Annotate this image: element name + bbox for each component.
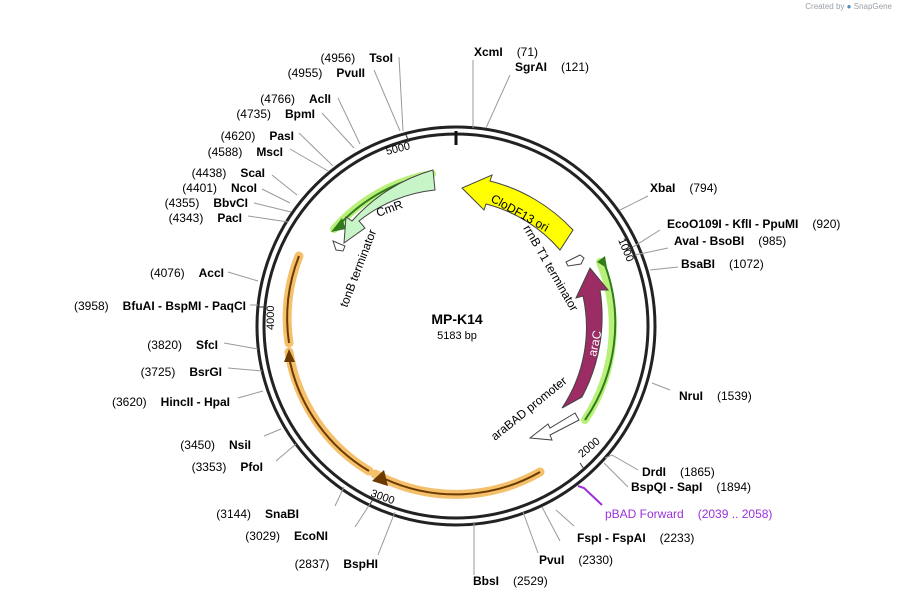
feature-arabad-promoter[interactable]: [528, 412, 580, 441]
orange-arc2-line: [289, 361, 370, 472]
site-bbsi: BbsI(2529): [473, 574, 548, 588]
site-bsabi: BsaBI(1072): [681, 257, 764, 271]
orange-arc-arrowhead: [372, 470, 388, 486]
feature-rrnb-t1-terminator[interactable]: [565, 254, 585, 267]
site-xcmi: XcmI(71): [474, 45, 538, 59]
site-econi: (3029)EcoNI: [245, 529, 328, 543]
site-pfoi: (3353)PfoI: [192, 460, 263, 474]
orange-arc-line: [384, 471, 541, 496]
feature-clodf13-ori[interactable]: [461, 174, 574, 251]
site-pasi: (4620)PasI: [221, 129, 294, 143]
primer-pbad-forward-label: pBAD Forward(2039 .. 2058): [605, 507, 772, 521]
site-drdi: DrdI(1865): [642, 465, 715, 479]
site-acli: (4766)AclI: [260, 92, 331, 106]
site-nrui: NruI(1539): [679, 389, 752, 403]
site-labels-left: (2837)BspHI (3029)EcoNI (3144)SnaBI (335…: [74, 51, 393, 571]
leader-lines: [223, 56, 679, 575]
site-bsrgi: (3725)BsrGI: [141, 365, 222, 379]
green-arc-top-arrowhead: [331, 218, 346, 232]
plasmid-length: 5183 bp: [437, 330, 477, 342]
site-nsii: (3450)NsiI: [180, 438, 251, 452]
site-paci: (4343)PacI: [169, 211, 242, 225]
site-bbvci: (4355)BbvCI: [165, 196, 248, 210]
snapgene-credit: Created by ● SnapGene: [805, 2, 892, 11]
site-xbai: XbaI(794): [650, 181, 717, 195]
site-labels-right: XcmI(71) SgrAI(121) XbaI(794) EcoO109I -…: [473, 45, 840, 588]
site-bpmi: (4735)BpmI: [236, 107, 315, 121]
feature-arac[interactable]: [561, 267, 610, 409]
tick-4000: 4000: [265, 306, 277, 330]
label-arabad-promoter: araBAD promoter: [488, 374, 569, 444]
label-arac: araC: [585, 329, 604, 358]
feature-cmr[interactable]: [343, 169, 436, 245]
site-scai: (4438)ScaI: [192, 166, 265, 180]
site-ecoo109i: EcoO109I - KflI - PpuMI(920): [667, 217, 840, 231]
tick-5000: 5000: [385, 140, 412, 158]
site-sfci: (3820)SfcI: [147, 338, 218, 352]
site-bspqi: BspQI - SapI(1894): [631, 480, 751, 494]
feature-tonb-terminator[interactable]: [332, 240, 346, 252]
site-pvuii: (4955)PvuII: [288, 66, 365, 80]
site-fspi: FspI - FspAI(2233): [577, 531, 694, 545]
site-avai: AvaI - BsoBI(985): [674, 234, 786, 248]
site-msci: (4588)MscI: [208, 145, 283, 159]
site-snabi: (3144)SnaBI: [216, 507, 299, 521]
minor-ticks: [259, 134, 634, 505]
snapgene-logo: ●: [846, 2, 852, 11]
site-pvui: PvuI(2330): [539, 553, 613, 567]
site-tsoi: (4956)TsoI: [321, 51, 393, 65]
site-acci: (4076)AccI: [150, 266, 224, 280]
orange-arc2-arrowhead: [284, 349, 295, 362]
site-bfuai: (3958)BfuAI - BspMI - PaqCI: [74, 299, 246, 313]
site-ncoi: (4401)NcoI: [182, 181, 257, 195]
site-hincii: (3620)HincII - HpaI: [112, 395, 230, 409]
backbone-outer-ring: [255, 125, 657, 527]
label-tonb-terminator: tonB terminator: [337, 227, 379, 309]
site-sgrai: SgrAI(121): [515, 60, 589, 74]
green-arc-right-line: [584, 264, 617, 421]
green-arc-right-arrowhead: [597, 256, 607, 268]
tick-1000: 1000: [615, 236, 636, 263]
orange-arc3-line: [286, 255, 300, 344]
primer-pbad-forward-mark: [577, 485, 603, 506]
plasmid-name: MP-K14: [431, 311, 483, 327]
site-bsphi: (2837)BspHI: [295, 557, 378, 571]
